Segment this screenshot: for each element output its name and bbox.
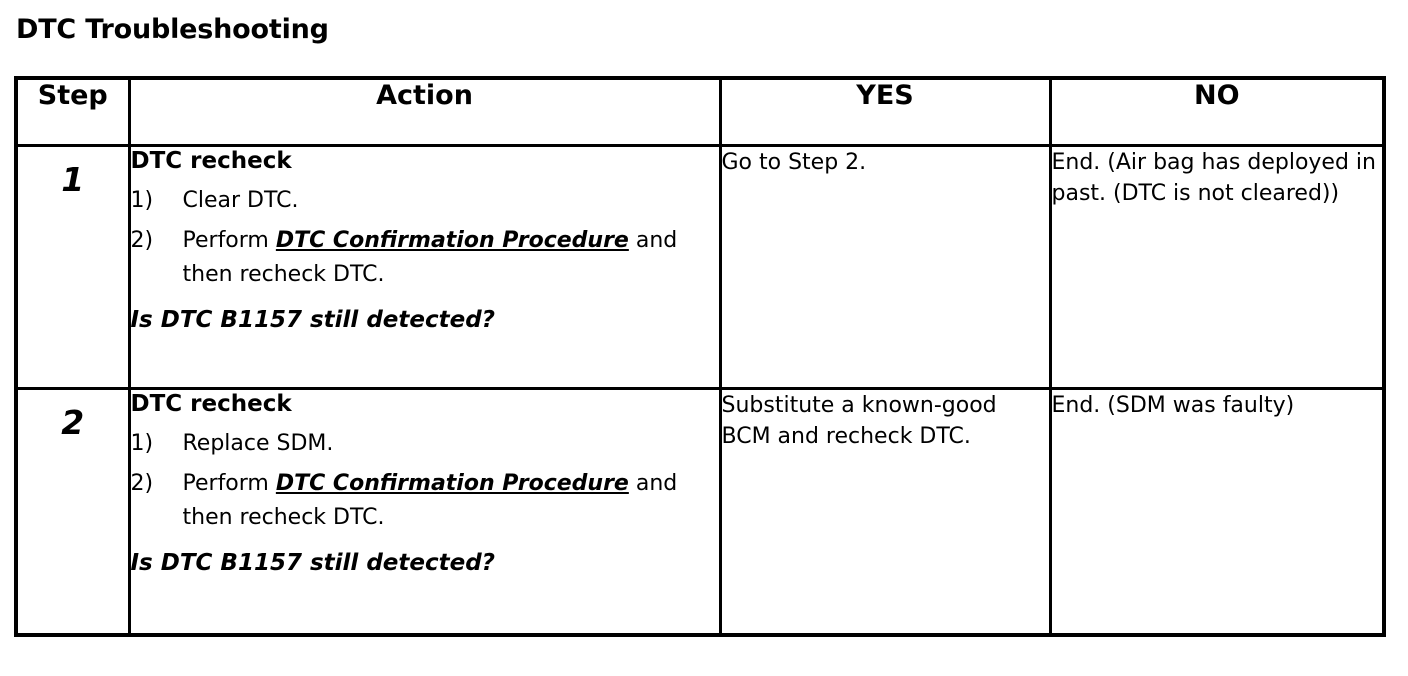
no-outcome-cell: End. (Air bag has deployed in past. (DTC… <box>1048 144 1386 390</box>
step-number: 1 <box>61 160 85 199</box>
step-number: 2 <box>61 403 85 442</box>
list-marker: 1) <box>130 430 154 456</box>
column-header-step: Step <box>14 76 131 147</box>
column-header-yes: YES <box>718 76 1052 147</box>
list-item: 2) Perform DTC Confirmation Procedure an… <box>131 467 719 535</box>
no-outcome-text: End. (SDM was faulty) <box>1051 393 1295 418</box>
table-row: 1 DTC recheck 1) Clear DTC. 2) Perform D… <box>14 144 1386 390</box>
list-marker: 2) <box>130 227 154 253</box>
list-text-before: Replace SDM. <box>182 430 334 456</box>
list-text-after: and then recheck DTC. <box>182 470 678 530</box>
column-header-no: NO <box>1048 76 1386 147</box>
list-item: 1) Clear DTC. <box>131 184 719 218</box>
action-step-list: 1) Clear DTC. 2) Perform DTC Confirmatio… <box>131 184 719 292</box>
column-header-action: Action <box>127 76 722 147</box>
no-outcome-cell: End. (SDM was faulty) <box>1048 387 1386 637</box>
list-text-before: Perform <box>182 227 276 253</box>
action-cell: DTC recheck 1) Replace SDM. 2) Perform D… <box>127 387 722 637</box>
action-heading: DTC recheck <box>130 148 292 174</box>
yes-outcome-text: Substitute a known-good BCM and recheck … <box>721 393 997 450</box>
list-text-after: and then recheck DTC. <box>182 227 678 287</box>
step-number-cell: 2 <box>14 387 131 637</box>
table-row: 2 DTC recheck 1) Replace SDM. 2) Perform… <box>14 387 1386 637</box>
action-cell: DTC recheck 1) Clear DTC. 2) Perform DTC… <box>127 144 722 390</box>
list-item: 2) Perform DTC Confirmation Procedure an… <box>131 224 719 292</box>
yes-outcome-cell: Go to Step 2. <box>718 144 1052 390</box>
dtc-troubleshooting-table: Step Action YES NO 1 DTC recheck 1) Clea… <box>14 76 1386 637</box>
procedure-reference-link[interactable]: DTC Confirmation Procedure <box>275 470 629 496</box>
action-heading: DTC recheck <box>130 391 292 417</box>
step-number-cell: 1 <box>14 144 131 390</box>
action-question: Is DTC B1157 still detected? <box>130 307 496 334</box>
page-title: DTC Troubleshooting <box>16 14 329 45</box>
list-text-before: Clear DTC. <box>182 187 299 213</box>
action-question: Is DTC B1157 still detected? <box>130 550 496 577</box>
list-item: 1) Replace SDM. <box>131 427 719 461</box>
procedure-reference-link[interactable]: DTC Confirmation Procedure <box>275 227 629 253</box>
action-step-list: 1) Replace SDM. 2) Perform DTC Confirmat… <box>131 427 719 535</box>
table-header-row: Step Action YES NO <box>14 76 1386 147</box>
yes-outcome-text: Go to Step 2. <box>721 150 867 175</box>
list-text-before: Perform <box>182 470 276 496</box>
list-marker: 1) <box>130 187 154 213</box>
yes-outcome-cell: Substitute a known-good BCM and recheck … <box>718 387 1052 637</box>
list-marker: 2) <box>130 470 154 496</box>
no-outcome-text: End. (Air bag has deployed in past. (DTC… <box>1051 150 1376 207</box>
